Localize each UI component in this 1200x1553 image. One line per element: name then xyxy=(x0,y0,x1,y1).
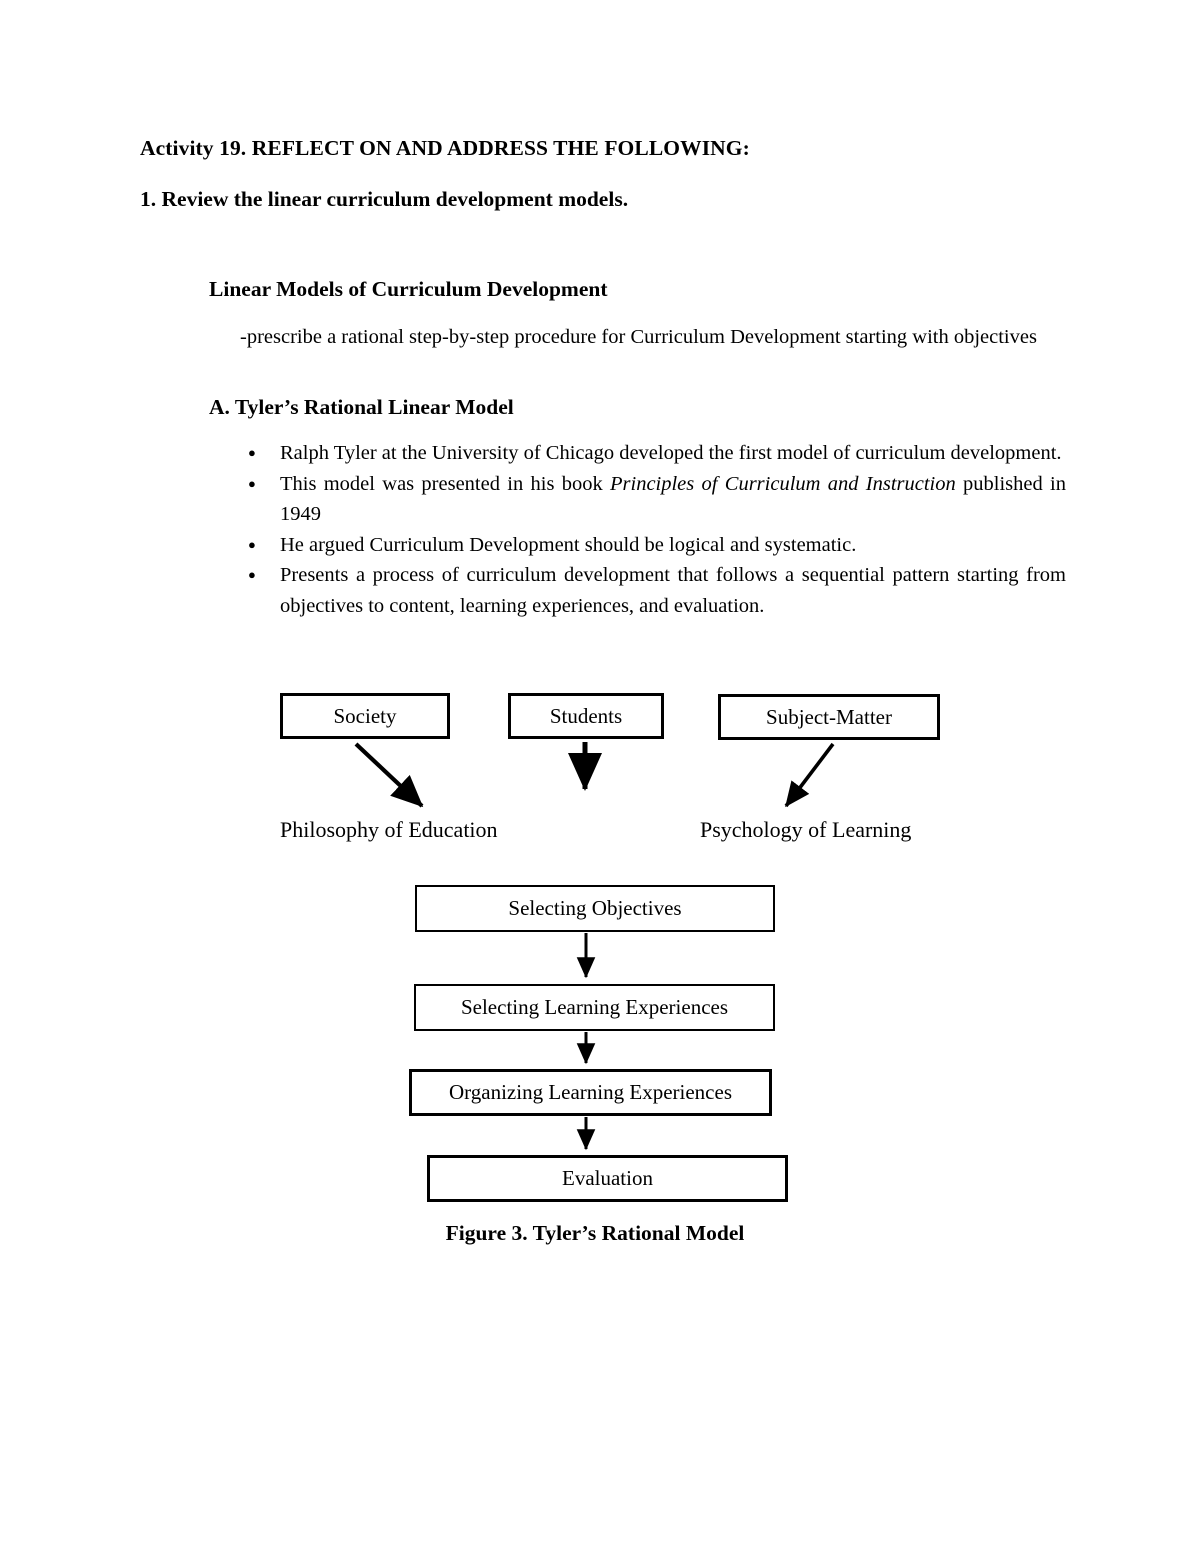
arrow-subject-matter-to-psychology xyxy=(784,742,835,808)
list-item: Ralph Tyler at the University of Chicago… xyxy=(246,438,1066,469)
figure-box-label: Organizing Learning Experiences xyxy=(449,1080,732,1104)
figure-box-evaluation: Evaluation xyxy=(427,1155,788,1202)
figure-box-subject-matter: Subject-Matter xyxy=(718,694,940,740)
bullet-text-pre: Ralph Tyler at the University of Chicago… xyxy=(280,442,1062,464)
section-title: Linear Models of Curriculum Development xyxy=(209,277,608,301)
figure-box-society: Society xyxy=(280,693,450,739)
bullet-text-post: published in 1949 xyxy=(280,472,1066,526)
figure-label-psychology-of-learning: Psychology of Learning xyxy=(700,817,912,842)
figure-box-selecting-learning-experiences: Selecting Learning Experiences xyxy=(414,984,775,1031)
model-title: A. Tyler’s Rational Linear Model xyxy=(209,395,514,419)
list-item: This model was presented in his book Pri… xyxy=(246,469,1066,530)
list-item: Presents a process of curriculum develop… xyxy=(246,560,1066,621)
arrow-society-to-philosophy xyxy=(354,742,424,808)
figure-caption-text: Figure 3. Tyler’s Rational Model xyxy=(445,1221,745,1245)
bullet-text-pre: This model was presented in his book xyxy=(280,472,610,495)
figure-box-label: Selecting Learning Experiences xyxy=(460,995,729,1019)
bullet-text-pre: He argued Curriculum Development should … xyxy=(280,533,857,556)
list-item: He argued Curriculum Development should … xyxy=(246,530,1066,561)
prescribe-paragraph: -prescribe a rational step-by-step proce… xyxy=(240,326,1037,348)
figure-box-students: Students xyxy=(508,693,664,739)
figure-label-philosophy-of-education: Philosophy of Education xyxy=(280,817,498,842)
tyler-bullet-list: Ralph Tyler at the University of Chicago… xyxy=(246,438,1066,621)
bullet-text-pre: Presents a process of curriculum develop… xyxy=(280,564,1066,617)
figure-box-label: Students xyxy=(549,703,623,728)
figure-box-label: Evaluation xyxy=(562,1166,653,1190)
figure-caption: Figure 3. Tyler’s Rational Model xyxy=(0,1221,1200,1246)
figure-box-selecting-objectives: Selecting Objectives xyxy=(415,885,775,932)
figure-box-label: Society xyxy=(333,703,397,728)
activity-heading: Activity 19. REFLECT ON AND ADDRESS THE … xyxy=(140,136,750,160)
figure-box-organizing-learning-experiences: Organizing Learning Experiences xyxy=(409,1069,772,1116)
book-title-italic: Principles of Curriculum and Instruction xyxy=(610,472,956,495)
review-instruction: 1. Review the linear curriculum developm… xyxy=(140,187,629,211)
figure-box-label: Subject-Matter xyxy=(766,704,892,729)
figure-box-label: Selecting Objectives xyxy=(508,896,682,920)
